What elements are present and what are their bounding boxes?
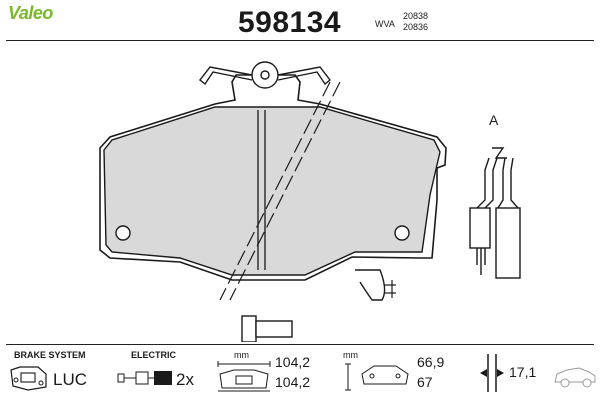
mounting-hole-right — [394, 225, 410, 241]
wva-number-1: 20838 — [403, 11, 429, 21]
dim1-unit: mm — [234, 350, 249, 360]
detail-a-label: A — [489, 112, 499, 128]
brand-logo: Valeo — [8, 3, 53, 23]
electric-label: ELECTRIC — [131, 350, 176, 360]
part-number: 598134 — [238, 6, 342, 39]
brake-pad-drawing — [99, 61, 521, 342]
dim2-value-1: 66,9 — [417, 354, 445, 370]
car-axle-icon — [554, 367, 596, 388]
sensor-icon — [117, 371, 172, 385]
brake-system-value: LUC — [53, 370, 88, 389]
brake-system-label: BRAKE SYSTEM — [14, 350, 86, 360]
electric-value: 2x — [176, 370, 194, 389]
bolt — [241, 315, 293, 342]
dim2-value-2: 67 — [417, 374, 433, 390]
sensor-wire — [355, 269, 386, 301]
pad-height-icon — [345, 363, 409, 391]
thickness-icon — [480, 354, 504, 392]
mounting-hole-left — [115, 225, 131, 241]
dim1-value-1: 104,2 — [275, 354, 311, 370]
spec-divider — [6, 344, 594, 345]
wva-label: WVA — [375, 19, 395, 29]
dim1-value-2: 104,2 — [275, 374, 311, 390]
header-divider — [6, 40, 594, 41]
detail-a-connector — [469, 147, 521, 279]
wva-number-2: 20836 — [403, 22, 429, 32]
spring-clip — [199, 61, 331, 89]
friction-pad — [103, 106, 441, 276]
thickness-value: 17,1 — [509, 364, 537, 380]
caliper-icon — [10, 366, 47, 391]
pad-width-icon — [217, 361, 271, 392]
wear-indicator-line — [219, 81, 341, 301]
dim2-unit: mm — [343, 350, 358, 360]
